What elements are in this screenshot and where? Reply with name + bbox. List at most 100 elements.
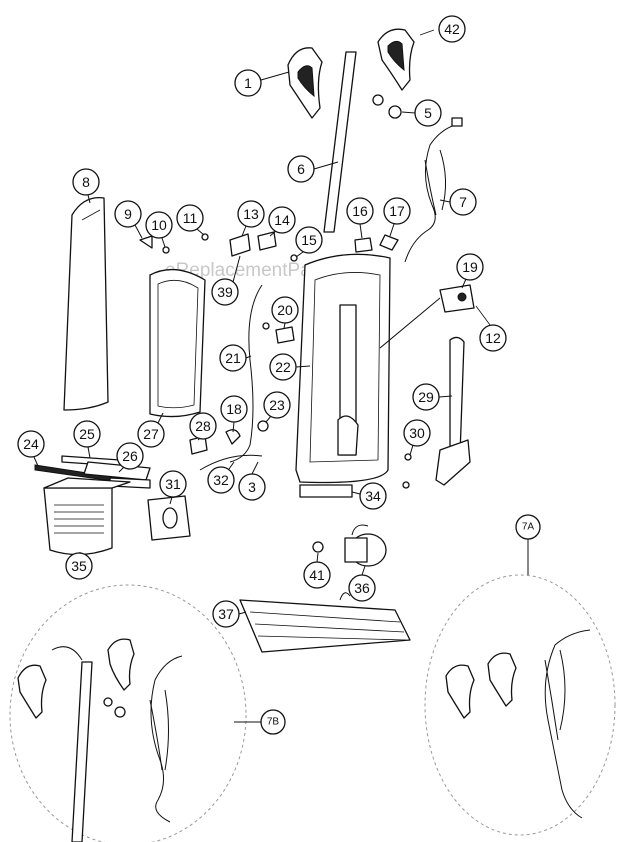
callout-13: 13 — [237, 200, 265, 228]
callout-27: 27 — [137, 420, 165, 448]
callout-19: 19 — [456, 253, 484, 281]
callout-37: 37 — [212, 600, 240, 628]
svg-text:18: 18 — [226, 401, 242, 417]
handle-grip-right-part — [377, 28, 415, 91]
callout-1: 1 — [234, 69, 262, 97]
kit-7b-outline — [9, 584, 247, 842]
svg-text:3: 3 — [248, 479, 256, 495]
screw-5-part — [372, 94, 402, 119]
callout-21: 21 — [219, 344, 247, 372]
callout-34: 34 — [359, 482, 387, 510]
leader-19-body — [379, 297, 441, 349]
svg-text:11: 11 — [183, 210, 198, 226]
svg-text:41: 41 — [309, 567, 325, 583]
svg-text:42: 42 — [444, 21, 460, 37]
callout-7a: 7A — [515, 514, 541, 540]
filter-door-part — [43, 477, 131, 556]
svg-text:8: 8 — [82, 174, 90, 190]
upper-body-housing-part — [295, 253, 391, 498]
svg-text:27: 27 — [143, 426, 159, 442]
svg-text:7: 7 — [459, 194, 467, 210]
svg-text:20: 20 — [277, 302, 293, 318]
callout-12: 12 — [479, 324, 507, 352]
callout-41: 41 — [303, 561, 331, 589]
svg-text:34: 34 — [365, 488, 381, 504]
svg-text:15: 15 — [301, 232, 317, 248]
callout-22: 22 — [269, 353, 297, 381]
kit-7a-contents — [445, 629, 591, 819]
dust-bag-part — [149, 268, 206, 418]
callout-39: 39 — [211, 278, 239, 306]
screw-42-part — [419, 29, 435, 36]
svg-text:24: 24 — [23, 436, 39, 452]
svg-text:10: 10 — [151, 217, 167, 233]
power-cord-part — [404, 117, 463, 263]
callout-35: 35 — [65, 552, 93, 580]
callout-30: 30 — [403, 419, 431, 447]
callout-17: 17 — [383, 197, 411, 225]
svg-text:28: 28 — [195, 418, 211, 434]
callout-7: 7 — [449, 188, 477, 216]
outer-bag-part — [63, 196, 109, 411]
svg-text:14: 14 — [274, 212, 290, 228]
switch-bracket-part — [439, 284, 475, 313]
svg-text:7B: 7B — [267, 717, 280, 728]
svg-text:5: 5 — [424, 105, 432, 121]
callout-24: 24 — [17, 430, 45, 458]
svg-text:39: 39 — [217, 284, 233, 300]
callout-23: 23 — [263, 391, 291, 419]
svg-text:37: 37 — [218, 606, 234, 622]
svg-text:35: 35 — [71, 558, 87, 574]
callout-16: 16 — [346, 197, 374, 225]
svg-text:32: 32 — [213, 472, 229, 488]
kit-7b-contents — [17, 638, 183, 842]
svg-text:13: 13 — [243, 206, 259, 222]
svg-text:22: 22 — [275, 359, 291, 375]
svg-text:26: 26 — [122, 448, 138, 464]
svg-text:21: 21 — [225, 350, 241, 366]
callout-31: 31 — [159, 470, 187, 498]
svg-text:7A: 7A — [522, 522, 535, 533]
callout-32: 32 — [207, 466, 235, 494]
bulb-part — [312, 541, 324, 553]
callout-7b: 7B — [260, 709, 286, 735]
handle-tube-part — [323, 51, 357, 233]
svg-text:36: 36 — [354, 580, 370, 596]
svg-text:29: 29 — [418, 389, 434, 405]
kit-7a-outline — [424, 574, 616, 836]
wire-21-part — [229, 284, 263, 463]
callout-3: 3 — [238, 473, 266, 501]
callout-11: 11 — [176, 204, 204, 232]
callout-36: 36 — [348, 574, 376, 602]
cord-hook-part — [435, 336, 471, 486]
callout-5: 5 — [414, 99, 442, 127]
callout-14: 14 — [268, 206, 296, 234]
callout-6: 6 — [287, 155, 315, 183]
small-fasteners-part — [139, 231, 412, 489]
callout-8: 8 — [72, 168, 100, 196]
callout-9: 9 — [114, 200, 142, 228]
callout-15: 15 — [295, 226, 323, 254]
callout-26: 26 — [116, 442, 144, 470]
svg-text:25: 25 — [79, 426, 95, 442]
svg-text:19: 19 — [462, 259, 478, 275]
svg-text:1: 1 — [244, 75, 252, 91]
callout-28: 28 — [189, 412, 217, 440]
svg-text:12: 12 — [485, 330, 501, 346]
callout-42: 42 — [438, 15, 466, 43]
svg-text:9: 9 — [124, 206, 132, 222]
svg-text:23: 23 — [269, 397, 285, 413]
brush-roll-part — [239, 592, 411, 653]
callout-18: 18 — [220, 395, 248, 423]
handle-grip-left-part — [287, 47, 323, 119]
svg-text:6: 6 — [297, 161, 305, 177]
callout-29: 29 — [412, 383, 440, 411]
wire-32-part — [199, 454, 263, 471]
callout-25: 25 — [73, 420, 101, 448]
callout-20: 20 — [271, 296, 299, 324]
callout-10: 10 — [145, 211, 173, 239]
motor-part — [344, 524, 387, 567]
svg-text:31: 31 — [165, 476, 181, 492]
svg-text:30: 30 — [409, 425, 425, 441]
